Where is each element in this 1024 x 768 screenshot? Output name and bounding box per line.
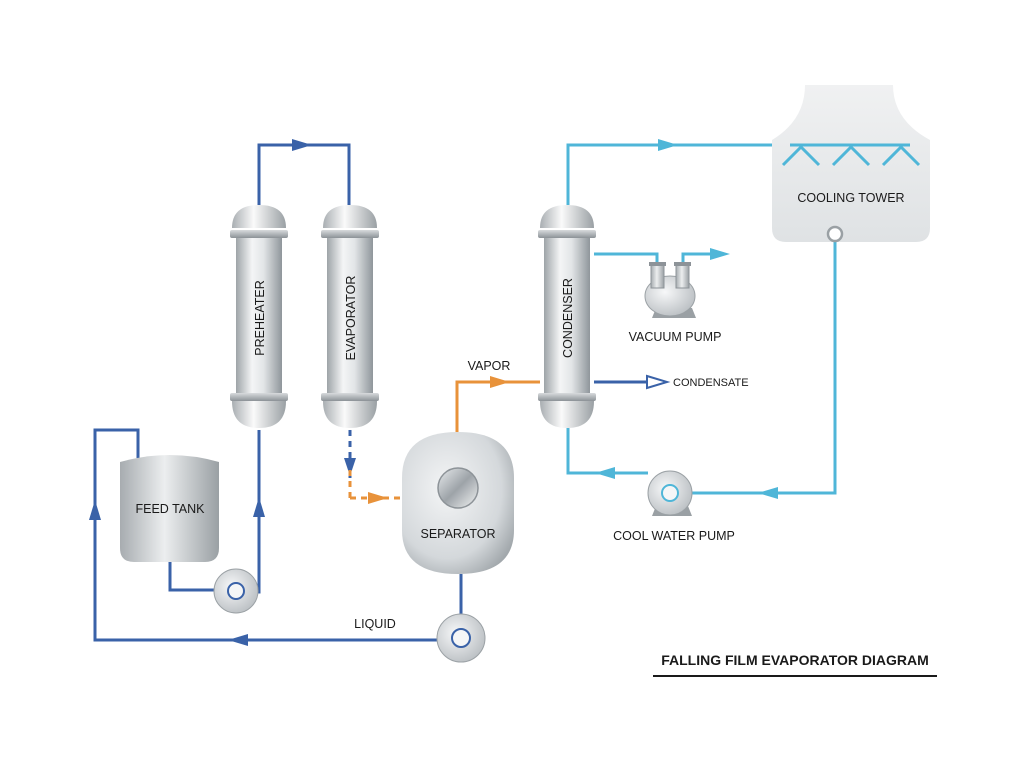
pipe-tower-to-pump — [682, 242, 837, 495]
pipe-tank-to-feedpump — [168, 562, 222, 592]
pipe-vapor — [455, 380, 540, 432]
liquid-label: LIQUID — [354, 617, 396, 631]
diagram-title: FALLING FILM EVAPORATOR DIAGRAM — [661, 652, 929, 668]
evaporator-label: EVAPORATOR — [344, 276, 358, 361]
pipe-preheater-to-evaporator — [257, 143, 351, 205]
feed-pump — [213, 568, 259, 614]
feed-tank-label: FEED TANK — [136, 502, 206, 516]
evaporator-column: EVAPORATOR — [321, 205, 379, 428]
tower-outlet — [826, 225, 844, 243]
arrow-up-preheater-feed — [253, 497, 265, 517]
cooling-tower: COOLING TOWER — [772, 85, 930, 243]
arrow-up-return — [89, 500, 101, 520]
separator-label: SEPARATOR — [420, 527, 495, 541]
condensate-label: CONDENSATE — [673, 377, 749, 389]
cooling-arrows — [595, 139, 778, 499]
evaporator-discharge — [348, 430, 402, 500]
arrow-dashed-right — [368, 492, 388, 504]
pipe-condenser-to-vacuum — [594, 252, 659, 272]
pipe-pump-to-condenser — [566, 428, 648, 475]
condenser-label: CONDENSER — [561, 278, 575, 358]
arrow-top-right — [292, 139, 312, 151]
preheater-label: PREHEATER — [253, 280, 267, 355]
cool-water-pump-label: COOL WATER PUMP — [613, 529, 735, 543]
condensate-arrow — [646, 374, 671, 390]
feed-tank: FEED TANK — [120, 455, 219, 562]
preheater-column: PREHEATER — [230, 205, 288, 428]
spray-nozzles — [781, 143, 921, 167]
vapor-label: VAPOR — [468, 359, 511, 373]
vapor-arrow — [490, 376, 510, 388]
cooling-tower-label: COOLING TOWER — [797, 191, 904, 205]
vacuum-pump: VACUUM PUMP — [629, 262, 722, 344]
condenser-column: CONDENSER — [538, 205, 596, 428]
arrow-left-liquid — [228, 634, 248, 646]
pipe-liquid-return — [93, 428, 445, 642]
separator: SEPARATOR — [402, 432, 514, 574]
cool-water-pump: COOL WATER PUMP — [613, 470, 735, 543]
vacuum-pump-label: VACUUM PUMP — [629, 330, 722, 344]
pipe-condenser-to-tower — [566, 143, 800, 205]
liquid-pump — [436, 613, 486, 663]
product-arrows — [89, 139, 356, 646]
